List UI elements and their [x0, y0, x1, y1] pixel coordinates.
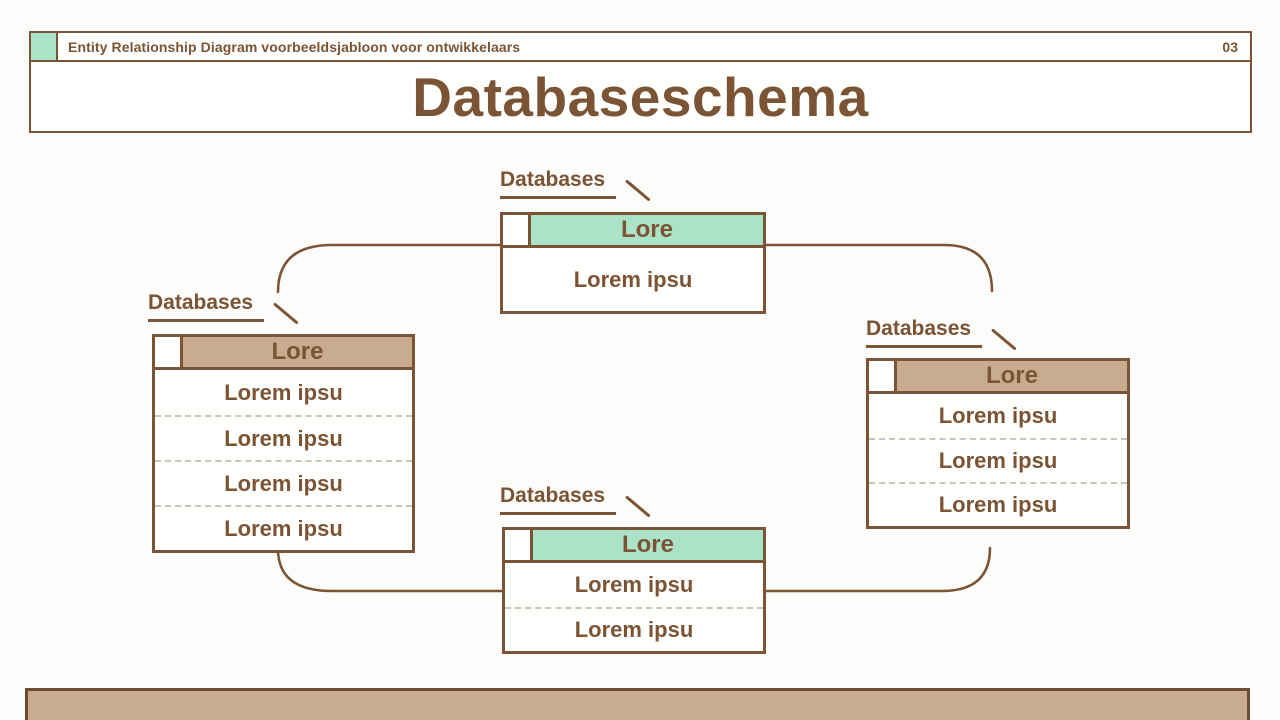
- label-slash-icon: [991, 328, 1017, 351]
- entity-left-label: Databases: [148, 291, 299, 325]
- kicker-text: Entity Relationship Diagram voorbeeldsja…: [68, 38, 521, 55]
- entity-row: Lorem ipsu: [938, 403, 1058, 428]
- entity-table-header: Lore: [869, 361, 1127, 394]
- entity-row: Lorem ipsu: [869, 482, 1127, 526]
- header-strip: Entity Relationship Diagram voorbeeldsja…: [31, 33, 1250, 62]
- entity-bottom: Databases Lore Lorem ipsu Lorem ipsu: [500, 484, 766, 654]
- entity-label-text: Databases: [866, 317, 972, 340]
- slide-header: Entity Relationship Diagram voorbeeldsja…: [29, 31, 1252, 133]
- entity-row: Lorem ipsu: [224, 379, 343, 405]
- entity-table-header: Lore: [155, 337, 412, 370]
- entity-rows: Lorem ipsu Lorem ipsu: [505, 563, 763, 651]
- connector-top-to-left: [276, 243, 503, 294]
- page-number: 03: [1222, 38, 1238, 55]
- entity-top-label: Databases: [500, 168, 651, 202]
- page-title: Databaseschema: [412, 65, 869, 128]
- entity-label-text: Databases: [148, 291, 254, 314]
- entity-row: Lorem ipsu: [869, 438, 1127, 482]
- entity-top: Databases Lore Lorem ipsu: [500, 168, 766, 314]
- entity-bottom-label: Databases: [500, 484, 651, 518]
- key-cell: [505, 530, 533, 560]
- key-cell: [155, 337, 183, 367]
- entity-rows: Lorem ipsu: [503, 248, 763, 311]
- footer-bar: [25, 688, 1250, 720]
- entity-label-text: Databases: [500, 168, 606, 191]
- entity-table-header: Lore: [503, 215, 763, 248]
- entity-right-label: Databases: [866, 317, 1017, 351]
- entity-top-table[interactable]: Lore Lorem ipsu: [500, 212, 766, 314]
- entity-bottom-table[interactable]: Lore Lorem ipsu Lorem ipsu: [502, 527, 766, 654]
- entity-left: Databases Lore Lorem ipsu Lorem ipsu Lor…: [148, 291, 415, 553]
- entity-label-text: Databases: [500, 484, 606, 507]
- entity-row: Lorem ipsu: [155, 460, 412, 505]
- entity-header-title: Lore: [533, 530, 763, 560]
- entity-header-title: Lore: [531, 215, 763, 245]
- entity-rows: Lorem ipsu Lorem ipsu Lorem ipsu Lorem i…: [155, 370, 412, 550]
- entity-table-header: Lore: [505, 530, 763, 563]
- entity-row: Lorem ipsu: [573, 266, 693, 292]
- connector-bottom-to-right: [763, 546, 992, 593]
- label-slash-icon: [625, 495, 651, 518]
- entity-right: Databases Lore Lorem ipsu Lorem ipsu Lor…: [866, 317, 1130, 529]
- entity-header-title: Lore: [183, 337, 412, 367]
- entity-left-table[interactable]: Lore Lorem ipsu Lorem ipsu Lorem ipsu Lo…: [152, 334, 415, 553]
- entity-row: Lorem ipsu: [505, 607, 763, 651]
- entity-rows: Lorem ipsu Lorem ipsu Lorem ipsu: [869, 394, 1127, 526]
- connector-top-to-right: [763, 243, 994, 293]
- entity-row: Lorem ipsu: [155, 505, 412, 550]
- entity-row: Lorem ipsu: [155, 415, 412, 460]
- label-slash-icon: [273, 302, 299, 325]
- title-area: Databaseschema: [31, 62, 1250, 131]
- entity-right-table[interactable]: Lore Lorem ipsu Lorem ipsu Lorem ipsu: [866, 358, 1130, 529]
- connector-left-to-bottom: [276, 547, 503, 593]
- entity-row: Lorem ipsu: [574, 572, 694, 597]
- key-cell: [869, 361, 897, 391]
- entity-header-title: Lore: [897, 361, 1127, 391]
- accent-square-icon: [31, 33, 58, 60]
- key-cell: [503, 215, 531, 245]
- label-slash-icon: [625, 179, 651, 202]
